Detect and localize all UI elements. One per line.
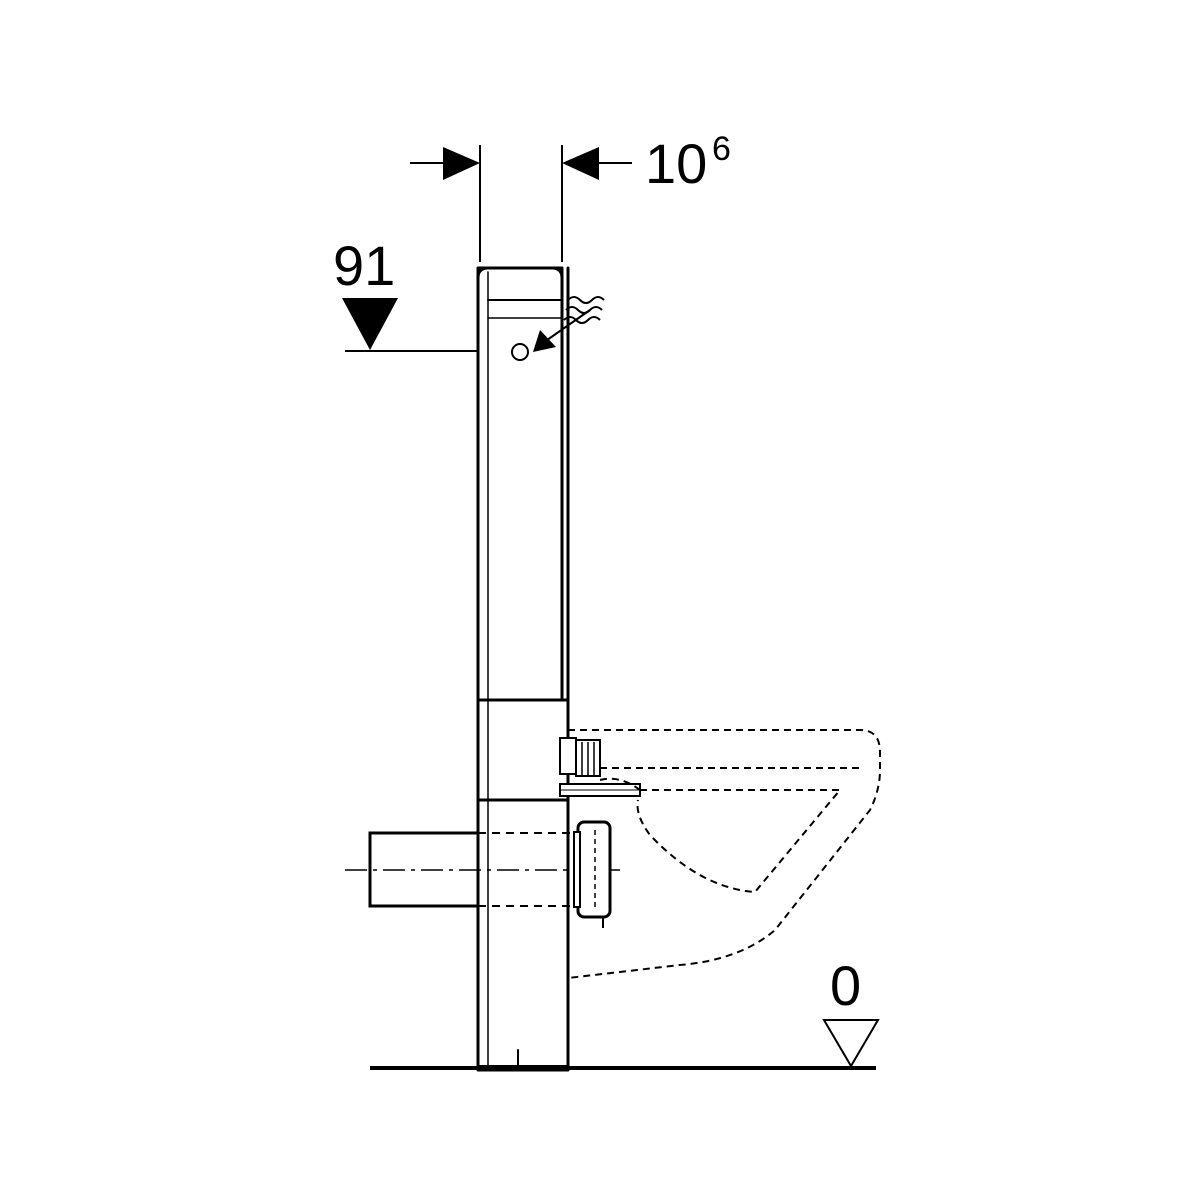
- flush-connector: [559, 737, 641, 797]
- module-top-cap: [476, 266, 564, 302]
- connection-height-label: 91: [333, 234, 395, 297]
- wall-hung-wc-outline: [567, 729, 881, 979]
- arrow-left-icon: [562, 147, 599, 180]
- floor-level-label: 0: [830, 954, 861, 1017]
- drain-connector: [573, 820, 612, 928]
- arrow-right-icon: [443, 147, 480, 180]
- installation-module: [476, 266, 570, 1072]
- outline-triangle-icon: [822, 1019, 880, 1068]
- module-front-panel: [476, 266, 564, 702]
- drain-pipe: [345, 831, 620, 908]
- width-label-superscript: 6: [712, 130, 731, 168]
- water-inlet-circle: [511, 343, 529, 361]
- module-base: [476, 798, 570, 1072]
- filled-triangle-icon: [342, 298, 398, 350]
- width-label: 10: [645, 132, 707, 195]
- inlet-arrow-head: [533, 330, 556, 352]
- width-dimension: [410, 145, 632, 262]
- module-lower-section: [476, 698, 570, 802]
